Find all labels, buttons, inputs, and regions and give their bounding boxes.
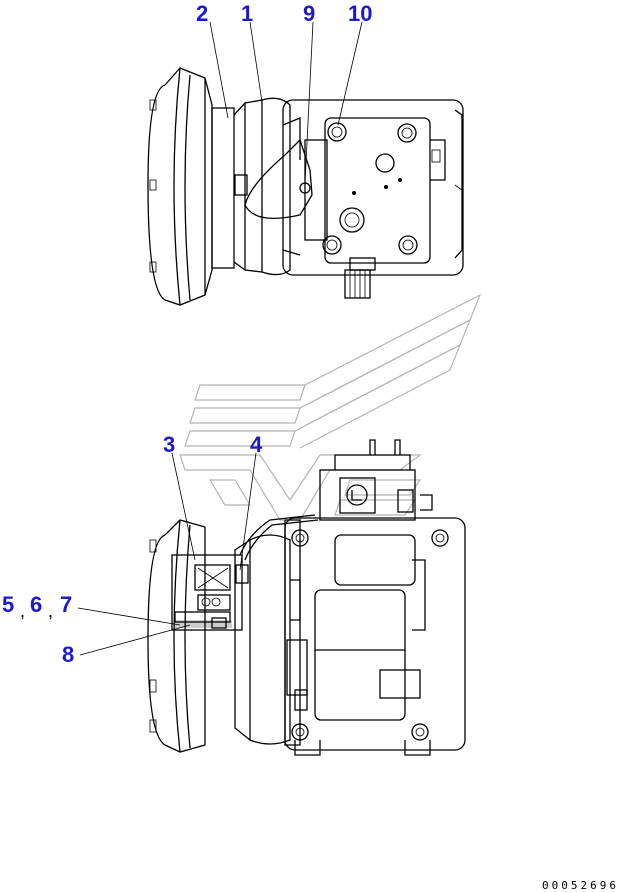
compressor-side-view — [147, 439, 466, 756]
compressor-top-view — [147, 67, 464, 306]
callout-4: 4 — [250, 432, 263, 457]
callout-2: 2 — [196, 1, 208, 26]
watermark-logo — [179, 293, 482, 521]
callout-separator: , — [20, 601, 25, 621]
callout-8: 8 — [62, 642, 74, 667]
callout-7: 7 — [60, 592, 72, 617]
callout-5: 5 — [2, 592, 14, 617]
callout-3: 3 — [163, 432, 175, 457]
callout-separator: , — [48, 601, 53, 621]
callout-6: 6 — [30, 592, 42, 617]
callout-1: 1 — [241, 1, 253, 26]
callout-10: 10 — [348, 1, 372, 26]
leader-lines — [77, 21, 363, 656]
callout-9: 9 — [303, 1, 315, 26]
callouts: 2 1 9 10 3 4 5 , 6 , 7 8 — [2, 1, 372, 667]
document-number: 00052696 — [542, 879, 619, 892]
